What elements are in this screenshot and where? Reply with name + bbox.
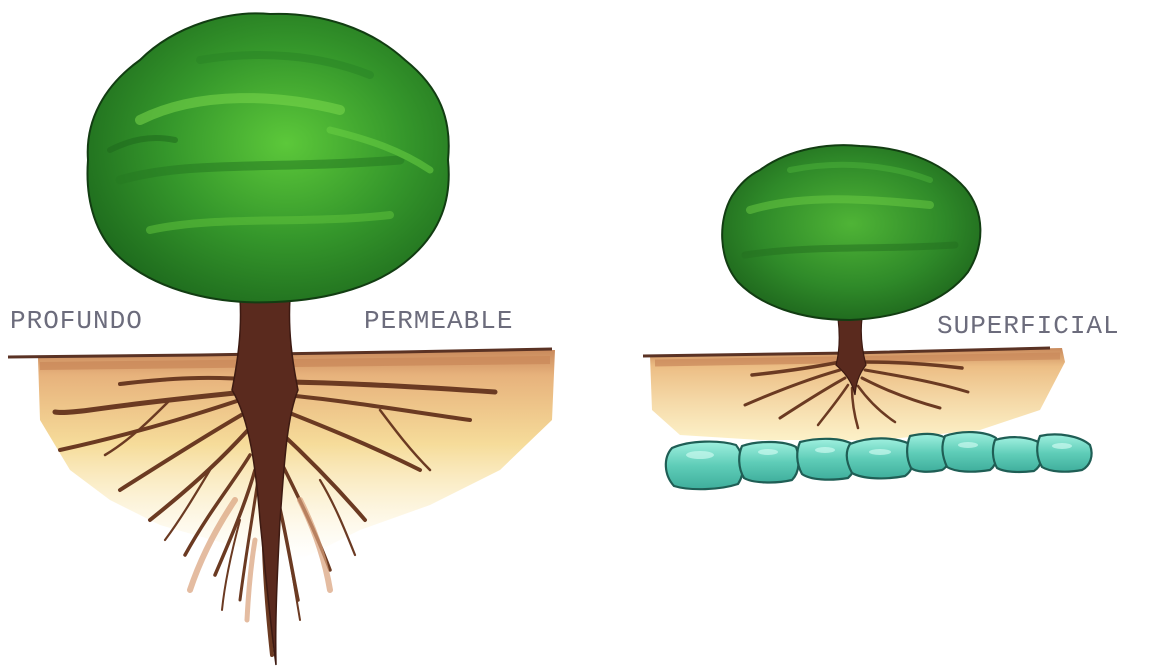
rock [1037,434,1091,471]
label-permeable-soil: PERMEABLE [364,306,513,336]
large-tree-icon [8,13,555,665]
rock [847,438,914,478]
rock [993,437,1042,472]
rock [666,442,743,490]
rock [943,432,998,472]
small-tree-icon [643,145,1065,440]
rock [739,442,798,482]
rock-layer-icon [666,432,1092,489]
label-deep-roots: PROFUNDO [10,306,143,336]
label-shallow-roots: SUPERFICIAL [937,311,1120,341]
small-canopy [722,145,980,320]
